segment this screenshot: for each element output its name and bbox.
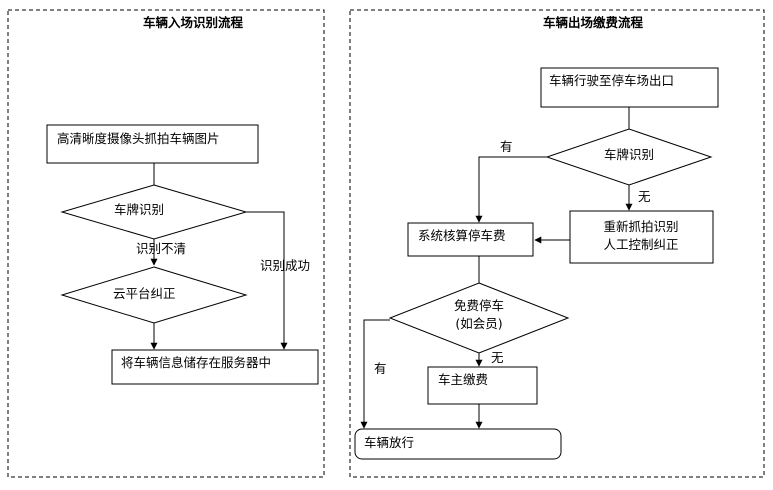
capture-box: [46, 124, 259, 164]
fee-box-label: 系统核算停车费: [418, 228, 506, 243]
exit-plate-decision-label: 车牌识别: [604, 147, 654, 162]
exit-no-label: 无: [638, 189, 651, 204]
free-yes-label: 有: [374, 361, 387, 376]
connector-plate-success-to-store: [246, 211, 288, 350]
pay-box-label: 车主缴费: [438, 372, 488, 387]
drive-box-label: 车辆行驶至停车场出口: [549, 73, 674, 88]
connector-free-yes-to-release: [360, 319, 390, 429]
free-line2: (如会员): [455, 316, 502, 331]
entry-plate-decision-label: 车牌识别: [114, 202, 164, 217]
entry-title: 车辆入场识别流程: [143, 15, 244, 30]
connector-plate-yes-to-fee: [475, 156, 547, 223]
cloud-decision-label: 云平台纠正: [113, 286, 176, 301]
store-box: [111, 349, 319, 385]
pay-box: [427, 366, 538, 405]
recapture-line1: 重新抓拍识别: [603, 219, 678, 234]
store-box-label: 将车辆信息储存在服务器中: [121, 355, 271, 370]
unclear-label: 识别不清: [136, 241, 186, 256]
free-no-label: 无: [491, 350, 504, 365]
recapture-line2: 人工控制纠正: [603, 237, 678, 252]
drive-box: [540, 67, 719, 108]
exit-panel-frame: [349, 9, 765, 478]
capture-box-label: 高清晰度摄像头抓拍车辆图片: [57, 131, 220, 146]
release-box-label: 车辆放行: [364, 435, 414, 450]
exit-yes-label: 有: [500, 139, 513, 154]
entry-panel-frame: [7, 9, 325, 478]
fee-box: [407, 222, 534, 257]
success-label: 识别成功: [260, 258, 310, 273]
free-line1: 免费停车: [454, 298, 504, 313]
recapture-box: [569, 210, 714, 264]
exit-title: 车辆出场缴费流程: [543, 15, 644, 30]
release-box: [354, 428, 562, 460]
